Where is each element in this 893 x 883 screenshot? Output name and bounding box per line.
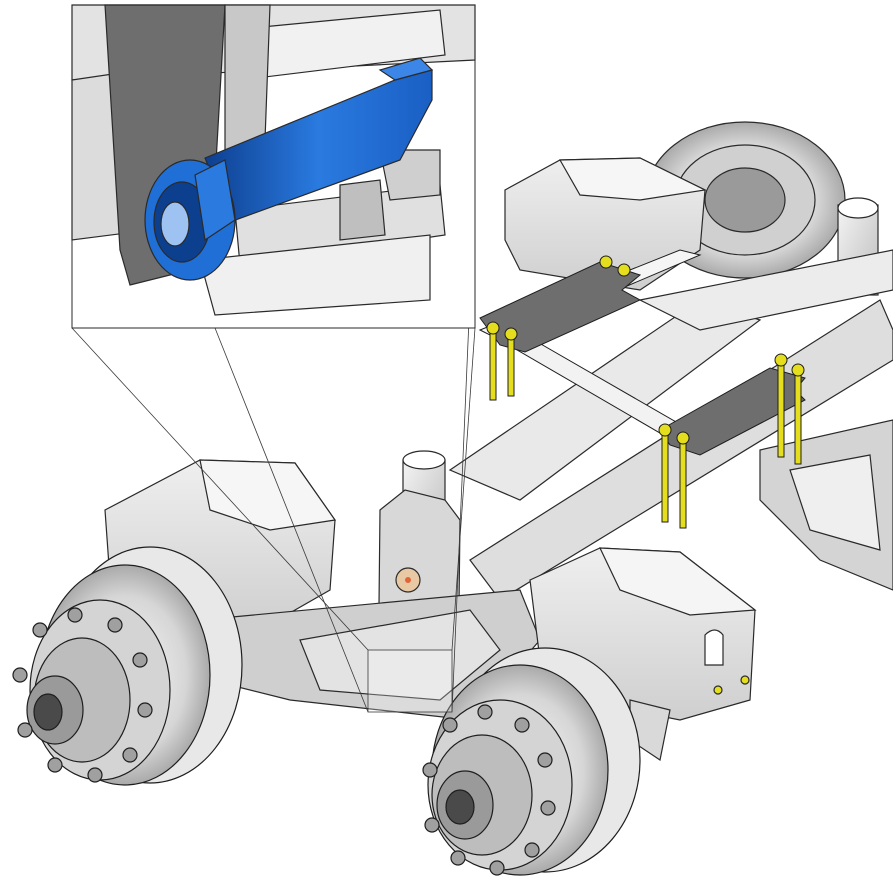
bolt	[794, 371, 802, 465]
bolt	[777, 361, 785, 458]
bolt	[504, 327, 518, 341]
frame-member-c	[638, 249, 893, 331]
bolt	[676, 431, 690, 445]
bolt	[661, 431, 669, 523]
bolt	[617, 263, 631, 277]
bolt	[791, 363, 805, 377]
bolt	[486, 321, 500, 335]
bolt	[489, 329, 497, 401]
bolt	[658, 423, 672, 437]
bolt	[774, 353, 788, 367]
plates-and-bolts	[478, 249, 806, 529]
zoom-leader-lines	[71, 249, 476, 713]
bolt	[679, 439, 687, 529]
bolt	[740, 675, 750, 685]
detail-inset	[71, 4, 476, 329]
wheel-hub-right	[422, 647, 641, 876]
zoom-source-region	[367, 649, 453, 713]
wheel-hub-left	[12, 546, 243, 786]
rear-frame	[448, 121, 893, 601]
bolt	[507, 335, 515, 397]
bolt	[713, 685, 723, 695]
bolt	[599, 255, 613, 269]
